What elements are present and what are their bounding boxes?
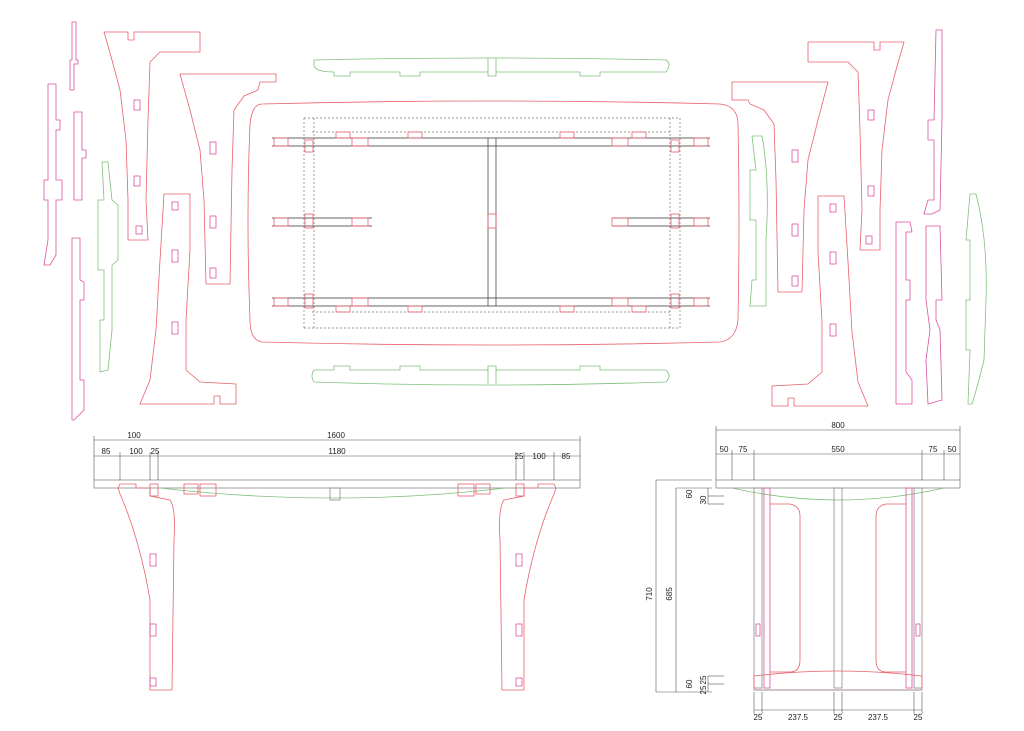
dim-end-bottom-0: 25 <box>754 713 763 722</box>
left-leg-parts <box>103 31 277 405</box>
dim-side-inner-span: 1180 <box>328 447 346 456</box>
right-leg-parts <box>731 41 905 407</box>
end-elevation <box>655 426 961 714</box>
dim-side-top-left: 100 <box>127 431 141 440</box>
dim-end-left-inset: 75 <box>739 445 748 454</box>
dim-end-top-rail: 60 <box>685 489 694 498</box>
long-rails <box>311 57 670 386</box>
dim-side-left-gap: 25 <box>151 447 160 456</box>
dim-end-bottom-1: 237.5 <box>788 713 809 722</box>
dim-end-bottom-3: 237.5 <box>868 713 889 722</box>
dim-end-bottom-4: 25 <box>914 713 923 722</box>
dim-side-right-leg: 100 <box>532 452 546 461</box>
dim-side-left-leg: 100 <box>129 447 143 456</box>
dim-end-right-inset: 75 <box>929 445 938 454</box>
right-thin-parts <box>749 29 987 405</box>
table-top-plan <box>247 100 740 346</box>
dim-side-right-gap: 25 <box>515 452 524 461</box>
dim-end-overall-width: 800 <box>831 421 845 430</box>
dim-end-bottom-sub-b: 25 <box>699 685 708 694</box>
dim-end-top-sub: 30 <box>699 495 708 504</box>
side-elevation <box>93 436 581 691</box>
dim-end-left-margin: 50 <box>720 445 729 454</box>
dim-end-bottom-rail: 60 <box>685 679 694 688</box>
dim-end-bottom-2: 25 <box>834 713 843 722</box>
dim-side-left-offset: 85 <box>102 447 111 456</box>
dim-end-overall-height: 710 <box>645 587 654 601</box>
dim-end-inner-span: 550 <box>831 445 845 454</box>
dim-end-right-margin: 50 <box>948 445 957 454</box>
dim-side-overall-width: 1600 <box>327 431 345 440</box>
left-thin-parts <box>43 21 119 421</box>
side-dimensions: 100 1600 85 100 25 1180 25 100 85 <box>102 431 571 461</box>
dim-end-leg-height: 685 <box>665 587 674 601</box>
end-dimensions: 800 50 75 550 75 50 60 30 710 685 60 25 … <box>645 421 957 722</box>
dim-end-bottom-sub-a: 25 <box>699 675 708 684</box>
dim-side-right-offset: 85 <box>562 452 571 461</box>
